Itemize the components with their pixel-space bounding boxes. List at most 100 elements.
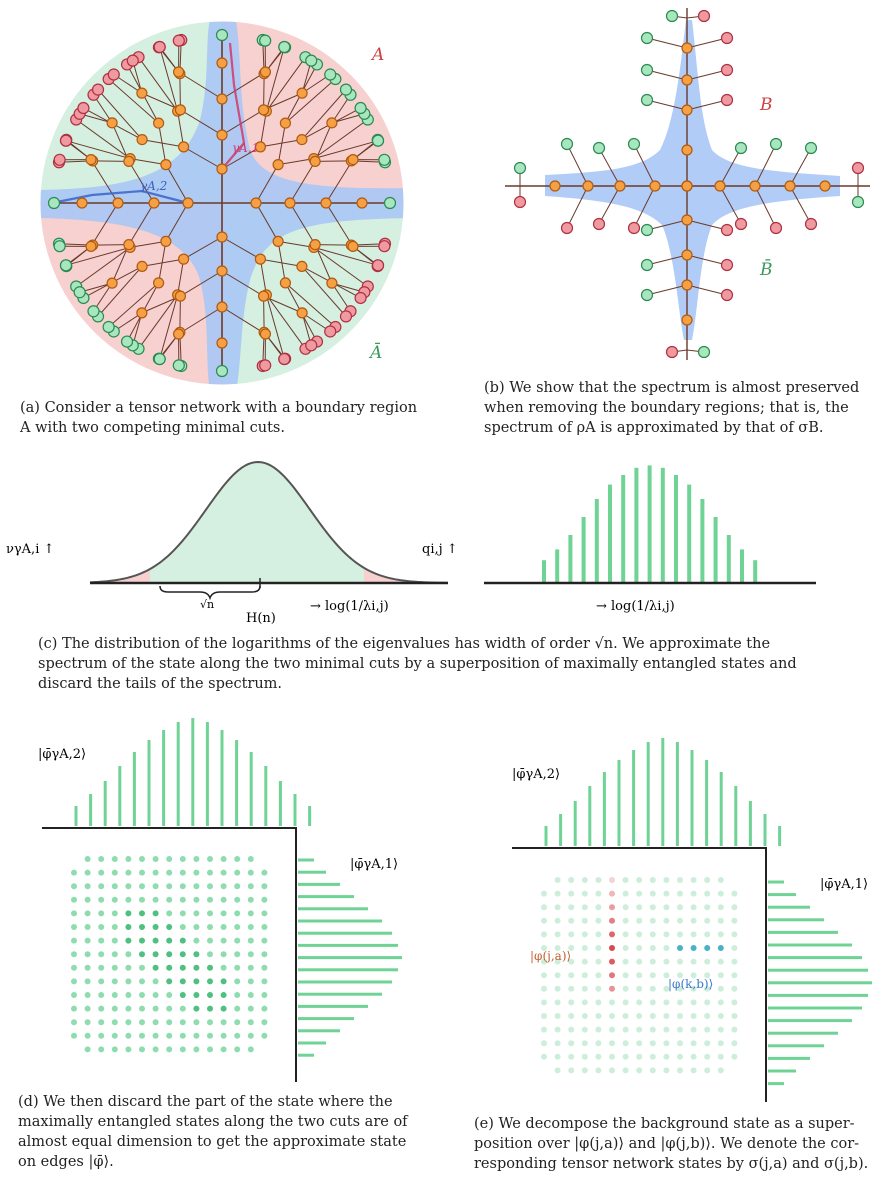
- state-dot: [152, 1019, 159, 1026]
- boundary-node: [804, 141, 818, 155]
- marginal-bar-top: [308, 806, 312, 826]
- tensor-node: [136, 87, 148, 99]
- leaf-edge: [686, 37, 728, 49]
- tree-edge: [177, 111, 185, 147]
- state-dot: [595, 1067, 602, 1074]
- state-dot: [125, 978, 132, 985]
- state-dot: [704, 1013, 711, 1019]
- marginal-bar-right: [768, 880, 784, 884]
- state-dot: [247, 856, 254, 862]
- marginal-bar-right: [768, 1031, 838, 1035]
- state-dot: [193, 937, 200, 944]
- state-dot: [98, 1046, 105, 1053]
- marginal-bar-right: [298, 980, 392, 984]
- state-dot: [207, 951, 213, 958]
- tree-edge: [285, 78, 336, 124]
- state-dot: [609, 999, 615, 1006]
- state-dot: [568, 931, 575, 938]
- state-dot: [622, 917, 629, 924]
- boundary-node: [513, 161, 527, 175]
- state-dot: [179, 992, 186, 998]
- state-dot: [179, 1019, 186, 1026]
- state-dot: [649, 972, 656, 979]
- state-dot: [179, 869, 186, 876]
- state-dot: [84, 896, 91, 903]
- tensor-node: [309, 238, 321, 251]
- state-dot: [595, 1013, 602, 1019]
- state-dot: [581, 890, 588, 897]
- state-dot: [247, 883, 254, 890]
- state-dot: [84, 924, 91, 930]
- state-dot: [166, 869, 173, 876]
- label-left-xaxis: → log(1/λi,j): [310, 599, 389, 614]
- tree-edge: [313, 119, 369, 160]
- state-dot: [541, 972, 547, 979]
- state-dot: [234, 1046, 241, 1053]
- state-dot: [677, 1053, 683, 1060]
- state-dot: [690, 904, 697, 911]
- tree-edge: [315, 160, 352, 162]
- state-dot: [234, 937, 241, 944]
- tensor-node: [182, 197, 194, 209]
- state-dot: [125, 951, 132, 958]
- state-dot: [690, 1040, 697, 1047]
- marginal-bar-top: [588, 786, 592, 846]
- state-dot: [636, 999, 643, 1006]
- leaf-edge: [598, 147, 621, 187]
- tree-edge: [138, 294, 179, 350]
- tensor-node: [76, 197, 88, 209]
- tree-edge: [265, 294, 285, 360]
- state-dot: [717, 904, 724, 911]
- state-dot: [649, 1013, 656, 1019]
- state-dot: [125, 964, 132, 971]
- boundary-node: [278, 40, 291, 54]
- state-dot: [622, 890, 629, 897]
- marginal-bar-right: [298, 1041, 326, 1045]
- state-dot: [568, 985, 575, 992]
- marginal-bar-right: [298, 1029, 340, 1033]
- tree-edge: [313, 140, 379, 160]
- state-dot: [731, 1053, 738, 1060]
- state-dot: [581, 999, 588, 1006]
- state-dot: [609, 958, 615, 965]
- state-dot: [541, 985, 547, 992]
- tensor-node: [85, 153, 97, 166]
- state-dot: [152, 869, 159, 876]
- marginal-bar-right: [768, 893, 796, 897]
- state-dot: [649, 931, 656, 938]
- label-h-n: H(n): [246, 611, 276, 626]
- boundary-node: [371, 134, 385, 147]
- state-dot: [247, 937, 254, 944]
- tensor-node: [279, 117, 292, 129]
- state-dot: [71, 1032, 77, 1039]
- state-dot: [193, 1032, 200, 1039]
- state-dot: [125, 992, 132, 998]
- state-dot: [622, 958, 629, 965]
- tree-edge: [158, 241, 167, 283]
- marginal-bar-right: [298, 968, 398, 972]
- marginal-bar-top: [661, 738, 665, 846]
- tree-edge: [325, 202, 354, 247]
- tensor-node: [681, 314, 693, 326]
- state-dot: [125, 937, 132, 944]
- state-dot: [636, 1067, 643, 1074]
- state-dot: [139, 951, 145, 958]
- state-dot: [690, 890, 697, 897]
- state-dot: [84, 869, 91, 876]
- state-dot: [234, 964, 241, 971]
- state-dot: [261, 951, 268, 958]
- boundary-node: [697, 9, 711, 23]
- state-dot: [649, 1053, 656, 1060]
- tree-edge: [92, 160, 129, 162]
- state-dot: [554, 1067, 561, 1074]
- state-dot: [166, 964, 173, 971]
- state-dot: [152, 992, 159, 998]
- tensor-node: [272, 235, 284, 247]
- marginal-bar-right: [298, 943, 398, 947]
- state-dot: [704, 999, 711, 1006]
- state-dot: [234, 869, 241, 876]
- state-dot: [554, 999, 561, 1006]
- state-dot: [663, 890, 670, 897]
- tree-edge: [179, 73, 181, 110]
- state-dot: [690, 972, 697, 979]
